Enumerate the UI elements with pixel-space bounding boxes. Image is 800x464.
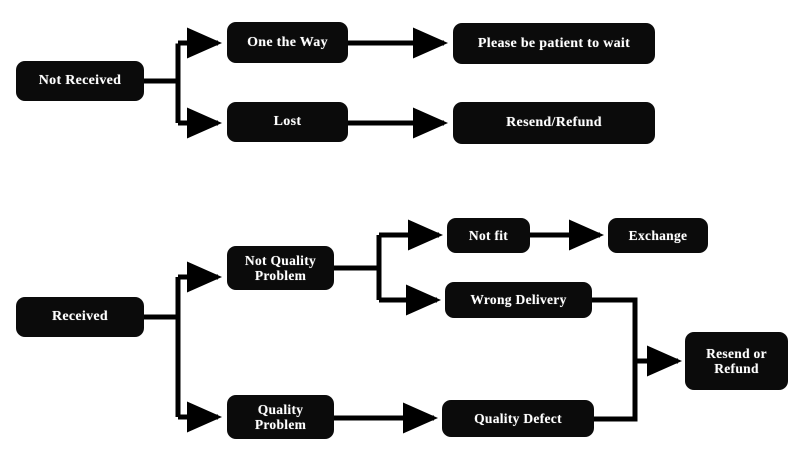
node-resend-refund[interactable]: Resend/Refund: [453, 102, 655, 144]
node-not-received[interactable]: Not Received: [16, 61, 144, 101]
node-resend-or-refund[interactable]: Resend or Refund: [685, 332, 788, 390]
node-received[interactable]: Received: [16, 297, 144, 337]
connector-received-trunk: [144, 277, 181, 417]
node-wrong-delivery[interactable]: Wrong Delivery: [445, 282, 592, 318]
node-not-quality-problem[interactable]: Not Quality Problem: [227, 246, 334, 290]
node-not-fit[interactable]: Not fit: [447, 218, 530, 253]
node-quality-problem[interactable]: Quality Problem: [227, 395, 334, 439]
node-exchange[interactable]: Exchange: [608, 218, 708, 253]
connector-not-received-trunk: [144, 43, 181, 123]
node-lost[interactable]: Lost: [227, 102, 348, 142]
connector-not-quality-problem-trunk: [334, 235, 382, 300]
node-one-the-way[interactable]: One the Way: [227, 22, 348, 63]
node-please-be-patient-to-wait[interactable]: Please be patient to wait: [453, 23, 655, 64]
connector-merge-to-resend-or-refund: [592, 297, 683, 422]
node-quality-defect[interactable]: Quality Defect: [442, 400, 594, 437]
